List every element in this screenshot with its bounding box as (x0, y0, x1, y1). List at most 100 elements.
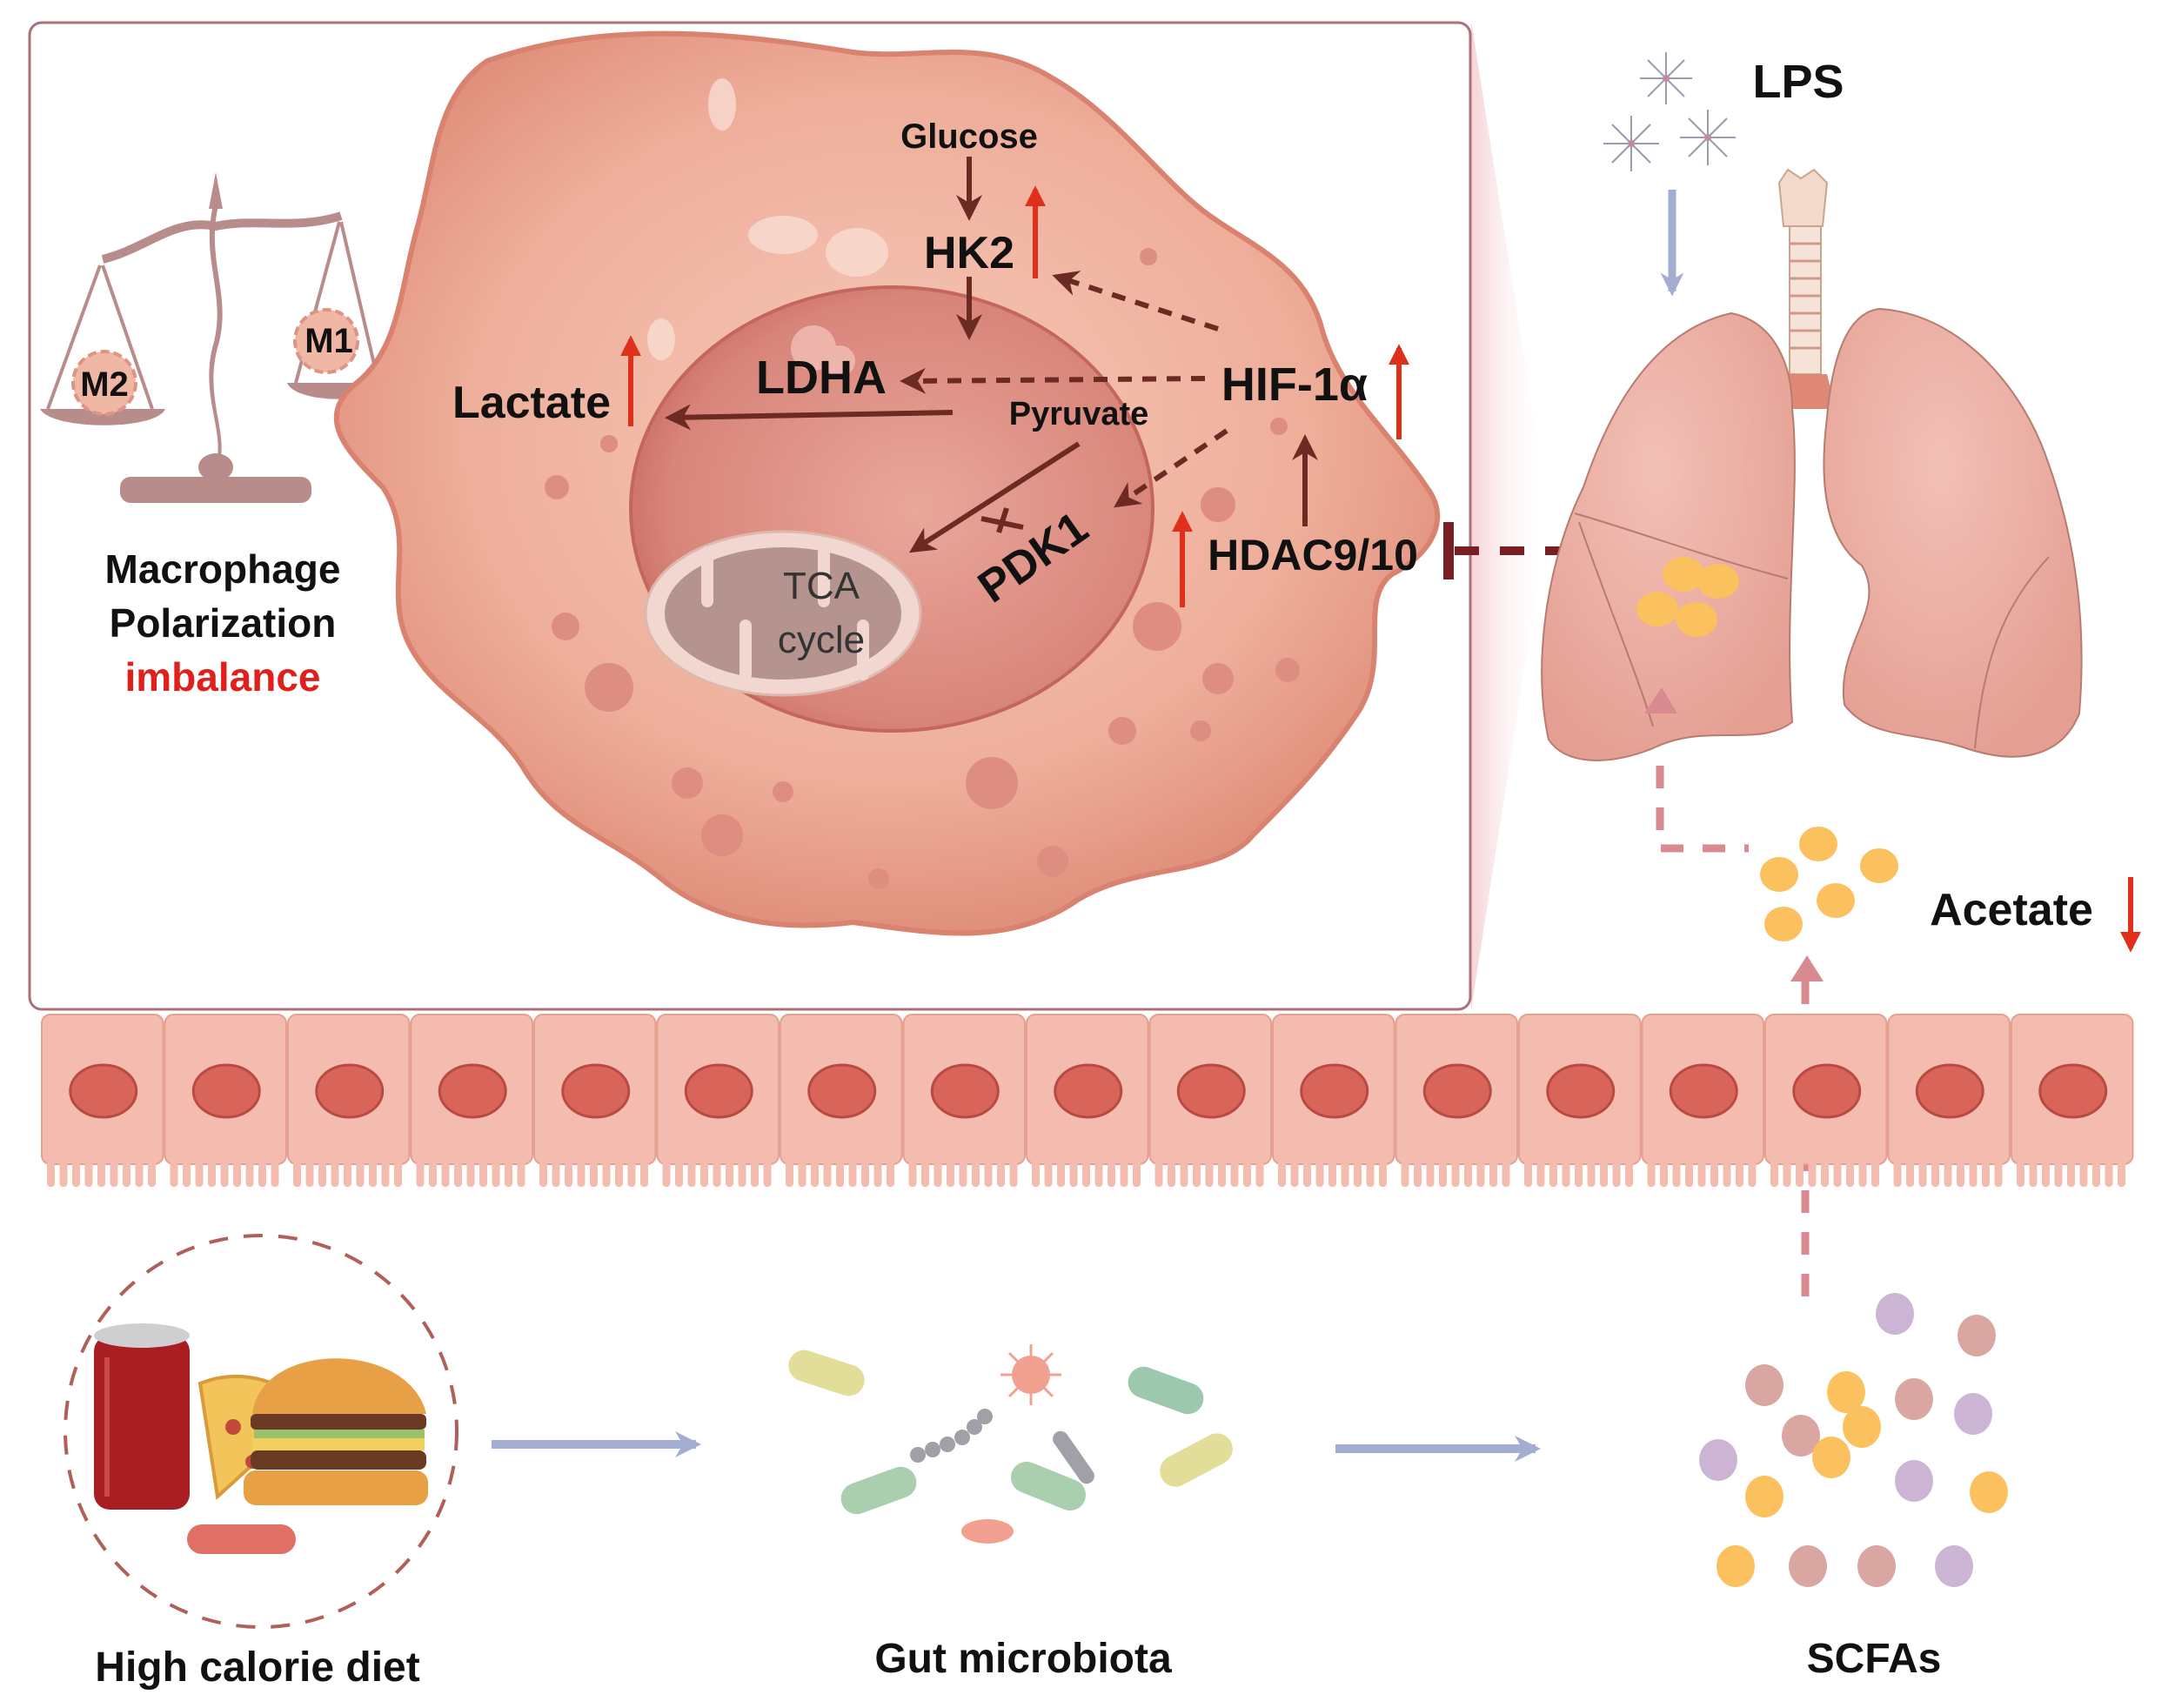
microvillus (1808, 1161, 1817, 1187)
cytoplasm-highlights (647, 78, 888, 360)
ldha-label: LDHA (756, 352, 887, 404)
microvillus (763, 1161, 772, 1187)
soda-can-icon (94, 1323, 190, 1510)
microvillus (1489, 1161, 1497, 1187)
microvillus (1994, 1161, 2003, 1187)
microvillus (220, 1161, 229, 1187)
microvillus (1833, 1161, 1842, 1187)
dashed-hif1a-ldha (900, 367, 1206, 394)
microvillus (183, 1161, 191, 1187)
microvillus (2067, 1161, 2075, 1187)
microvillus (1858, 1161, 1867, 1187)
microvillus (356, 1161, 365, 1187)
microvillus (1796, 1161, 1804, 1187)
microvillus (1032, 1161, 1040, 1187)
path-arrowhead-lung (1644, 687, 1677, 713)
microvillus (700, 1161, 708, 1187)
diet-label: High calorie diet (95, 1644, 419, 1691)
scfa-molecule (1876, 1293, 1914, 1335)
microvillus (1354, 1161, 1362, 1187)
microvillus (2054, 1161, 2063, 1187)
bacteria-icons (788, 1344, 1233, 1544)
epithelial-nucleus (191, 1063, 261, 1119)
scfa-molecule (1717, 1545, 1755, 1587)
microvillus (1401, 1161, 1409, 1187)
microvillus (1094, 1161, 1103, 1187)
microvillus (369, 1161, 377, 1187)
microvillus (123, 1161, 130, 1187)
microvillus (59, 1161, 68, 1187)
dashed-hif1a-pdk1 (1114, 428, 1228, 508)
microvillus (416, 1161, 425, 1187)
epithelial-nucleus (807, 1063, 877, 1119)
epithelial-nucleus (1054, 1063, 1123, 1119)
epithelial-nucleus (561, 1063, 631, 1119)
microvillus (1944, 1161, 1952, 1187)
acetate-dots (1760, 827, 1898, 941)
microvillus (984, 1161, 993, 1187)
microvillus (258, 1161, 266, 1187)
m2-label: M2 (80, 365, 129, 404)
microvillus (318, 1161, 326, 1187)
microvillus (1562, 1161, 1570, 1187)
microvillus (823, 1161, 832, 1187)
microvillus (1969, 1161, 1978, 1187)
microvillus (293, 1161, 301, 1187)
microvillus (997, 1161, 1005, 1187)
microvillus (1379, 1161, 1387, 1187)
microvillus (394, 1161, 402, 1187)
m1-macrophage-icon: M1 (293, 308, 359, 374)
microvillus (1736, 1161, 1743, 1187)
microvillus (726, 1161, 733, 1187)
microvillus (713, 1161, 721, 1187)
microvillus (577, 1161, 586, 1187)
microvillus (1168, 1161, 1175, 1187)
sausage-icon (187, 1524, 296, 1554)
microvillus (662, 1161, 671, 1187)
microvillus (1439, 1161, 1447, 1187)
epithelial-nucleus (438, 1063, 507, 1119)
microvillus (959, 1161, 967, 1187)
microvillus (2042, 1161, 2050, 1187)
microvillus (1575, 1161, 1583, 1187)
m2-macrophage-icon: M2 (71, 350, 137, 416)
scfa-molecule (1958, 1315, 1996, 1356)
microvillus (873, 1161, 882, 1187)
microvillus (1748, 1161, 1757, 1187)
microvillus (1871, 1161, 1879, 1187)
caption-polarization: Polarization (110, 600, 337, 646)
arrow-pyruvate-lactate (665, 404, 954, 431)
microvillus (305, 1161, 314, 1187)
scfa-molecule (1789, 1545, 1827, 1587)
microvillus (1426, 1161, 1435, 1187)
microvillus (1893, 1161, 1902, 1187)
scfa-molecule (1827, 1371, 1865, 1413)
microvillus (811, 1161, 819, 1187)
microvillus (441, 1161, 450, 1187)
scfa-label: SCFAs (1807, 1636, 1942, 1682)
microvillus (454, 1161, 462, 1187)
hdac-label: HDAC9/10 (1208, 531, 1418, 579)
microvillus (1502, 1161, 1510, 1187)
microvillus (675, 1161, 683, 1187)
microvillus (1154, 1161, 1163, 1187)
epithelial-nucleus (1546, 1063, 1616, 1119)
epithelial-nucleus (2038, 1063, 2108, 1119)
microvillus (602, 1161, 611, 1187)
microvillus (245, 1161, 254, 1187)
microvillus (1341, 1161, 1349, 1187)
left-lung (1823, 307, 2083, 758)
pdk1-inhibit-stem (996, 507, 1009, 533)
microvillus (517, 1161, 525, 1187)
microvillus (552, 1161, 560, 1187)
regulation-arrows (620, 185, 1409, 607)
microvillus (1783, 1161, 1791, 1187)
lps-particles-icon (1603, 52, 1736, 171)
epithelial-nucleus (1669, 1063, 1738, 1119)
microvillus (1230, 1161, 1239, 1187)
microvillus (1205, 1161, 1214, 1187)
microvillus (1278, 1161, 1286, 1187)
microvillus (798, 1161, 806, 1187)
scfa-molecule (1954, 1393, 1992, 1435)
microvillus (1464, 1161, 1472, 1187)
